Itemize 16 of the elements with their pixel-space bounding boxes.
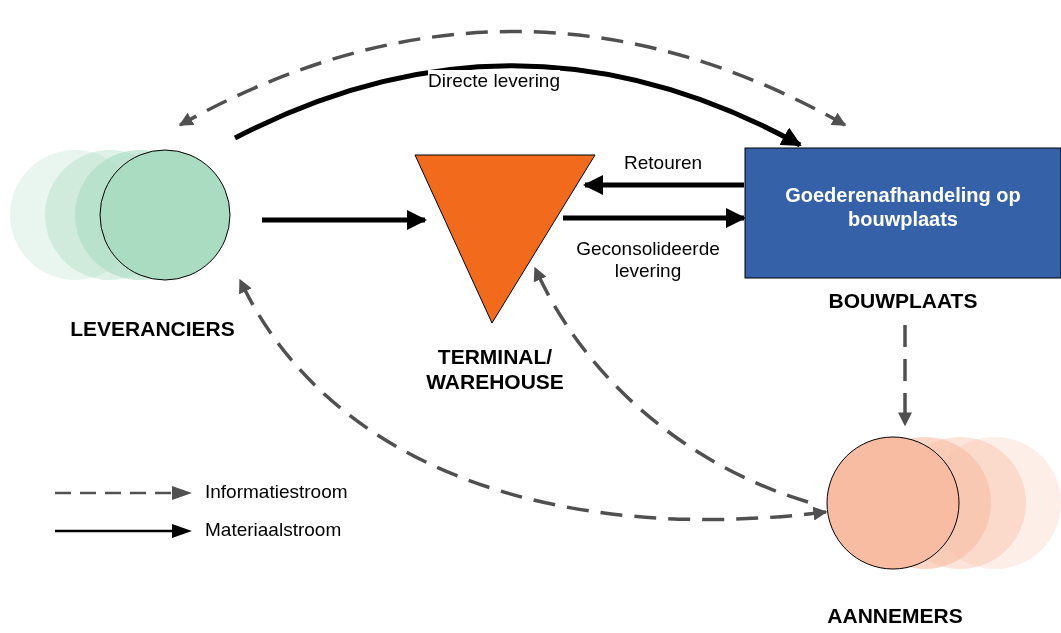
arrow (233, 63, 802, 148)
arrow (262, 210, 427, 230)
arrow (563, 208, 746, 228)
node-label: LEVERANCIERS (69, 316, 236, 342)
node-label: AANNEMERS (826, 603, 964, 629)
arrow (898, 325, 912, 427)
arrow (178, 29, 847, 127)
legend-label: Materiaalstroom (205, 519, 342, 541)
legend-label: Informatiestroom (205, 481, 348, 503)
node-label: TERMINAL/ WAREHOUSE (425, 344, 565, 395)
edge-label: Directe levering (428, 70, 560, 92)
node-label: BOUWPLAATS (827, 288, 979, 314)
arrow (583, 175, 744, 195)
box-title: Goederenafhandeling op bouwplaats (784, 183, 1022, 231)
arrow (533, 266, 809, 504)
arrow (238, 278, 828, 522)
